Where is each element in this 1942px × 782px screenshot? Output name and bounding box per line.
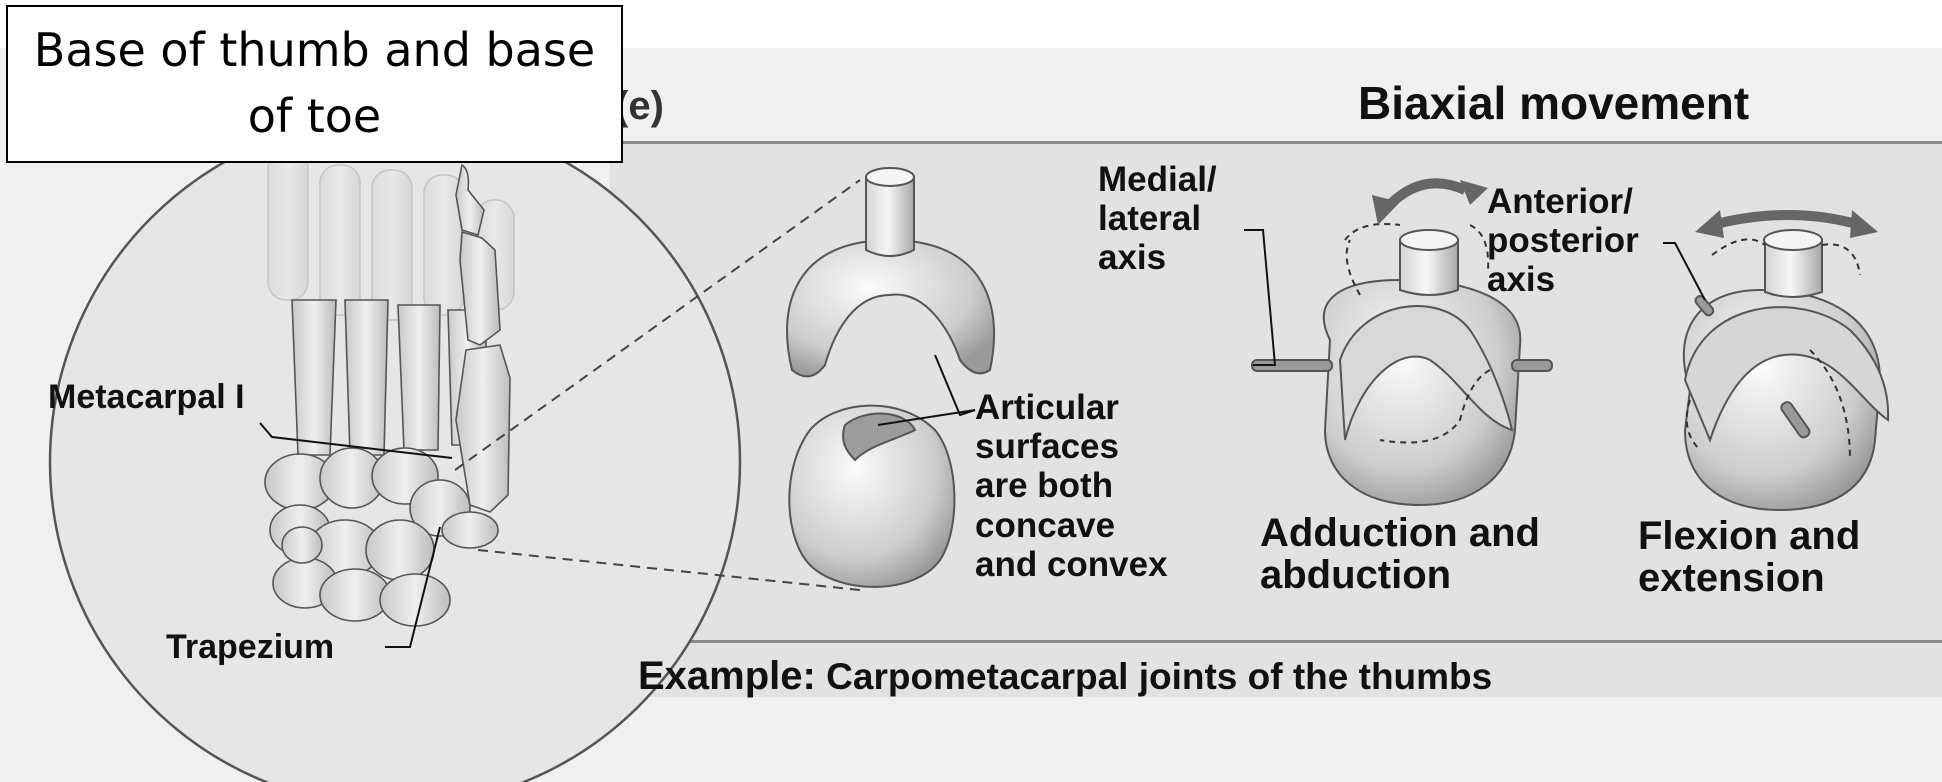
- adduction-arrow: [1385, 183, 1465, 210]
- trapezium-label: Trapezium: [166, 628, 334, 666]
- anterior-axis-leader: [1663, 243, 1705, 300]
- adduction-caption: Adduction and abduction: [1260, 512, 1540, 596]
- saddle-lower-piece: [789, 406, 954, 587]
- callout-box: Base of thumb and base of toe: [6, 5, 623, 163]
- articular-surfaces-label: Articular surfaces are both concave and …: [975, 388, 1168, 584]
- flexion-arrow: [1712, 215, 1860, 225]
- example-line: Example: Carpometacarpal joints of the t…: [638, 654, 1492, 699]
- example-label: Example:: [638, 654, 816, 698]
- flexion-caption: Flexion and extension: [1638, 515, 1860, 599]
- saddle-upper-piece: [787, 168, 994, 376]
- hand-bones-magnifier: [50, 117, 740, 782]
- medial-axis-leader: [1244, 230, 1275, 365]
- page-title: Biaxial movement: [1358, 78, 1749, 130]
- example-text: Carpometacarpal joints of the thumbs: [826, 656, 1492, 697]
- anterior-posterior-axis-label: Anterior/ posterior axis: [1487, 182, 1639, 300]
- flexion-joint: [1684, 230, 1888, 510]
- medial-lateral-axis-label: Medial/ lateral axis: [1098, 160, 1217, 278]
- metacarpal-label: Metacarpal I: [48, 378, 245, 416]
